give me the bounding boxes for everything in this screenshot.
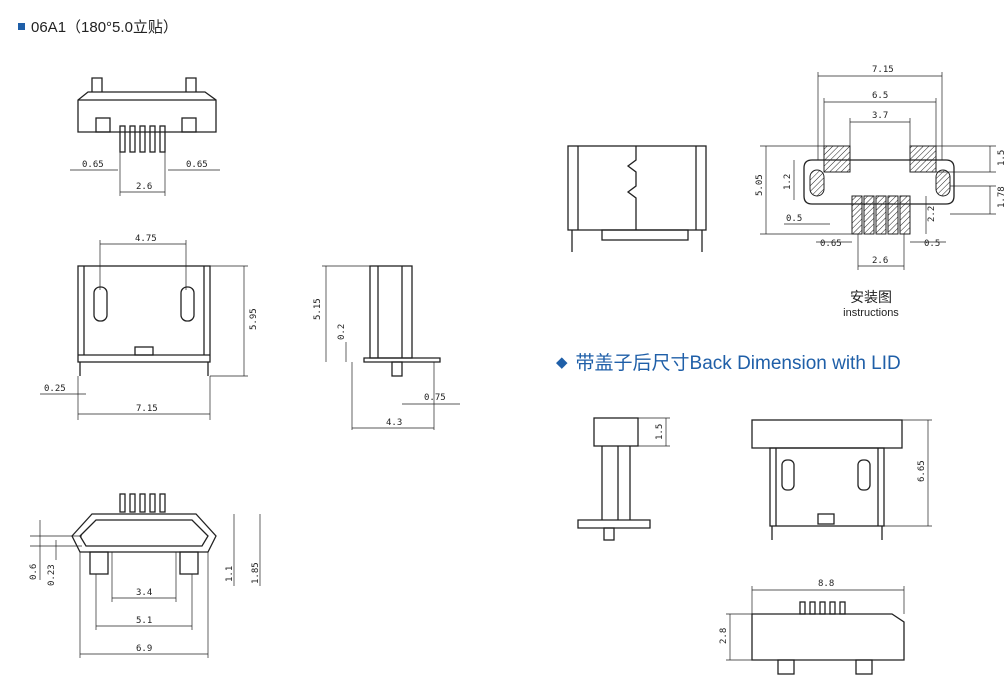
dim-label: 6.5 [872, 91, 888, 101]
lid-front-view: 6.65 [751, 419, 932, 540]
dim-label: 0.5 [924, 239, 940, 249]
instructions-caption: 安装图 instructions [826, 287, 916, 319]
dim-label: 5.95 [249, 308, 259, 330]
dim-label: 4.75 [135, 234, 157, 244]
side-profile-view [567, 145, 707, 252]
dim-label: 0.75 [424, 393, 446, 403]
dim-label: 0.23 [47, 564, 57, 586]
top-view: 0.65 0.65 2.6 [70, 77, 220, 196]
dim-label: 3.7 [872, 111, 888, 121]
dim-label: 1.5 [655, 424, 665, 440]
dim-label: 1.78 [997, 186, 1007, 208]
bottom-view: 0.6 0.23 1.1 1.85 3.4 5.1 6.9 [29, 493, 261, 658]
dim-label: 0.2 [337, 324, 347, 340]
dim-label: 1.85 [251, 562, 261, 584]
dim-label: 6.65 [917, 460, 927, 482]
dim-label: 0.65 [82, 160, 104, 170]
dim-label: 2.6 [136, 182, 152, 192]
dim-label: 0.25 [44, 384, 66, 394]
dim-label: 4.3 [386, 418, 402, 428]
instructions-view: 7.15 6.5 3.7 1.5 5.05 1.2 1.78 0.5 2.2 0… [755, 65, 1007, 270]
dim-label: 7.15 [872, 65, 894, 75]
dim-label: 0.6 [29, 564, 39, 580]
section-title: 06A1（180°5.0立贴） [31, 19, 178, 36]
lid-bottom-view: 8.8 2.8 [719, 579, 905, 675]
dim-label: 7.15 [136, 404, 158, 414]
lid-section-header: ◆ 带盖子后尺寸Back Dimension with LID [556, 348, 901, 375]
dim-label: 1.5 [997, 150, 1007, 166]
diamond-bullet-icon: ◆ [556, 353, 568, 371]
dim-label: 6.9 [136, 644, 152, 654]
dim-label: 1.1 [225, 566, 235, 582]
dim-label: 0.5 [786, 214, 802, 224]
dim-label: 3.4 [136, 588, 152, 598]
bullet-square-icon [18, 23, 25, 30]
dim-label: 0.65 [820, 239, 842, 249]
dim-label: 1.2 [783, 174, 793, 190]
dim-label: 8.8 [818, 579, 834, 589]
instructions-zh: 安装图 [850, 289, 892, 305]
dim-label: 5.1 [136, 616, 152, 626]
lid-section-title: 带盖子后尺寸Back Dimension with LID [575, 353, 901, 374]
dim-label: 2.6 [872, 256, 888, 266]
dim-label: 5.05 [755, 174, 765, 196]
instructions-en: instructions [843, 307, 899, 319]
dim-label: 0.65 [186, 160, 208, 170]
side-view: 5.15 0.2 0.75 4.3 [313, 265, 460, 430]
section-header: 06A1（180°5.0立贴） [18, 16, 178, 37]
dim-label: 5.15 [313, 298, 323, 320]
dim-label: 2.8 [719, 628, 729, 644]
front-view: 4.75 5.95 0.25 7.15 [40, 234, 259, 420]
dim-label: 2.2 [927, 206, 937, 222]
lid-side-view: 1.5 [577, 417, 670, 541]
